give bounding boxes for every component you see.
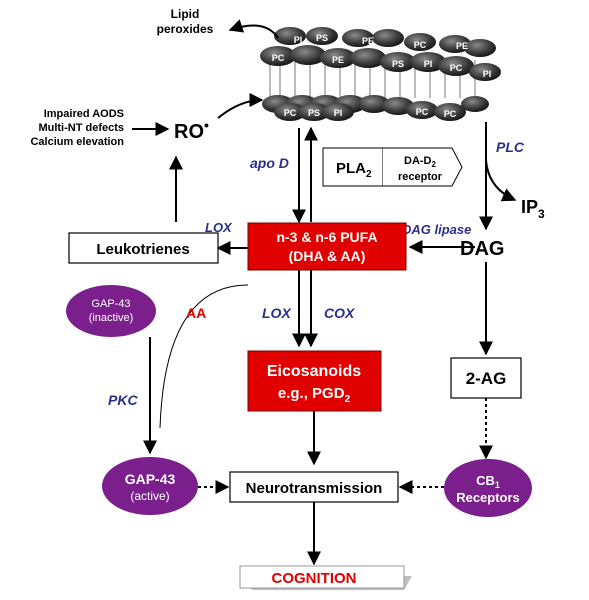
- pla2-label: PLA2: [336, 160, 372, 180]
- gap43-active-node: GAP-43 (active): [102, 457, 198, 515]
- arrow-ro-to-membrane: [217, 93, 264, 119]
- plc-label: PLC: [496, 139, 525, 155]
- neurotransmission-box: Neurotransmission: [229, 471, 399, 503]
- head-label: PE: [456, 41, 468, 51]
- stressors-label: Impaired AODS Multi-NT defects Calcium e…: [30, 108, 124, 148]
- arrow-to-lipid-peroxides: [228, 19, 279, 39]
- cb1-receptors-node: CB1 Receptors: [444, 459, 532, 517]
- membrane-bottom-labels: PC PS PI PC PC: [284, 107, 457, 119]
- head-label: PC: [444, 109, 457, 119]
- head-label: PI: [294, 35, 303, 45]
- gap43-inactive-node: GAP-43 (inactive): [66, 285, 156, 337]
- lipid-peroxides-label: Lipid peroxides: [157, 7, 214, 36]
- receptor-label-line2: receptor: [398, 171, 443, 183]
- cb1-line1: CB1: [476, 473, 500, 490]
- receptor-label-line1: DA-D2: [404, 155, 437, 169]
- head-label: PS: [316, 33, 328, 43]
- cognition-label: COGNITION: [272, 570, 357, 587]
- cognition-box: COGNITION: [239, 565, 412, 590]
- dag-lipase-label: DAG lipase: [402, 222, 471, 237]
- head-label: PC: [416, 107, 429, 117]
- pufa-line1: n-3 & n-6 PUFA: [276, 229, 377, 245]
- head-label: PE: [362, 36, 374, 46]
- ro-radical: RO•: [174, 117, 209, 143]
- aa-curve: [159, 284, 249, 429]
- leukotrienes-label: Leukotrienes: [96, 241, 189, 258]
- lipid-peroxides-line2: peroxides: [157, 22, 214, 36]
- head-label: PS: [308, 108, 320, 118]
- head-label: PE: [332, 55, 344, 65]
- eicosanoids-box: Eicosanoids e.g., PGD2: [247, 350, 382, 412]
- gap43-inactive-line1: GAP-43: [91, 298, 130, 310]
- neurotransmission-label: Neurotransmission: [246, 480, 383, 497]
- head-label: PC: [414, 40, 427, 50]
- lox-label-upper: LOX: [205, 220, 233, 235]
- ip3-label: IP3: [521, 197, 545, 221]
- head-label: PI: [424, 59, 433, 69]
- head-label: PS: [392, 59, 404, 69]
- lipid-peroxides-line1: Lipid: [171, 7, 200, 21]
- aa-label: AA: [186, 305, 206, 321]
- head-label: PI: [334, 108, 343, 118]
- gap43-active-line2: (active): [130, 489, 169, 503]
- eicosanoids-line1: Eicosanoids: [267, 363, 361, 380]
- membrane-bilayer: PI PS PE PC PE PC PE PS PI PC PI: [260, 27, 501, 121]
- arrow-membrane-to-ip3: [485, 122, 517, 202]
- membrane-top-labels: PI PS PE PC PE PC PE PS PI PC PI: [272, 33, 492, 79]
- dag-label: DAG: [460, 238, 504, 260]
- stressor-item: Calcium elevation: [30, 136, 124, 148]
- cb1-line2: Receptors: [456, 490, 520, 505]
- leukotrienes-box: Leukotrienes: [68, 232, 219, 264]
- lox-label-lower: LOX: [262, 305, 292, 321]
- eicosanoids-line2: e.g., PGD2: [278, 385, 351, 405]
- head-label: PC: [450, 63, 463, 73]
- arrows: [132, 19, 517, 566]
- pufa-box: n-3 & n-6 PUFA (DHA & AA): [247, 222, 407, 271]
- head-label: PC: [284, 108, 297, 118]
- gap43-inactive-line2: (inactive): [89, 312, 134, 324]
- membrane-bottom-heads: [262, 95, 489, 121]
- apo-d-label: apo D: [250, 155, 289, 171]
- pkc-label: PKC: [108, 392, 138, 408]
- pla2-receptor-box: PLA2 DA-D2 receptor: [322, 147, 463, 187]
- head-label: PI: [483, 69, 492, 79]
- two-ag-box: 2-AG: [450, 357, 522, 399]
- gap43-active-line1: GAP-43: [125, 471, 176, 487]
- cox-label: COX: [324, 305, 356, 321]
- membrane-top-heads: [260, 27, 501, 81]
- stressor-item: Impaired AODS: [44, 108, 124, 120]
- two-ag-label: 2-AG: [466, 369, 507, 388]
- pufa-line2: (DHA & AA): [289, 248, 366, 264]
- head-label: PC: [272, 53, 285, 63]
- stressor-item: Multi-NT defects: [38, 122, 124, 134]
